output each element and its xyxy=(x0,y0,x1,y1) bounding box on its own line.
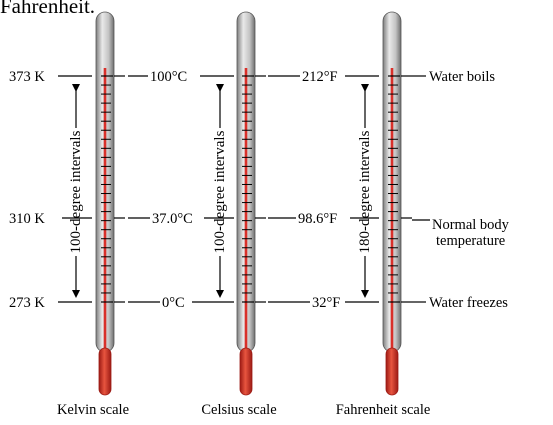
scale-name: Kelvin scale xyxy=(57,402,129,418)
thermometer-tube xyxy=(382,11,402,396)
mercury-bulb xyxy=(385,347,399,396)
tick-marks xyxy=(388,75,412,303)
interval-label: 100-degree intervals xyxy=(212,130,228,253)
interval-label: 180-degree intervals xyxy=(357,130,373,253)
body-temperature-label: temperature xyxy=(436,233,505,249)
middle-value-label: 310 K xyxy=(9,211,45,227)
top-value-label: 100°C xyxy=(150,69,187,85)
normal-body-label: Normal body xyxy=(432,217,510,233)
top-value-label: 212°F xyxy=(302,69,338,85)
bottom-value-label: 0°C xyxy=(162,295,185,311)
water-freezes-label: Water freezes xyxy=(429,295,508,311)
thermometer-tube xyxy=(236,11,256,396)
water-boils-label: Water boils xyxy=(429,69,495,85)
interval-label: 100-degree intervals xyxy=(68,130,84,253)
kelvin-thermometer: 373 K 310 K 273 K 100-degree intervals K… xyxy=(9,11,129,418)
tick-marks xyxy=(242,75,266,303)
top-value-label: 373 K xyxy=(9,69,45,85)
middle-value-label: 37.0°C xyxy=(152,211,193,227)
mercury-column xyxy=(244,68,248,348)
tick-marks xyxy=(101,75,125,303)
scale-name: Fahrenheit scale xyxy=(336,402,431,418)
bottom-value-label: 32°F xyxy=(312,295,340,311)
mercury-column xyxy=(390,68,394,348)
fahrenheit-thermometer: 212°F 98.6°F 32°F 180-degree intervals F… xyxy=(268,11,431,418)
thermometer-tube xyxy=(95,11,115,396)
mercury-column xyxy=(103,68,107,348)
mercury-bulb xyxy=(239,347,253,396)
caption-text: Fahrenheit. xyxy=(0,0,96,18)
scale-name: Celsius scale xyxy=(201,402,276,418)
bottom-value-label: 273 K xyxy=(9,295,45,311)
annotations: Water boils Normal body temperature Wate… xyxy=(412,69,510,311)
middle-value-label: 98.6°F xyxy=(298,211,337,227)
celsius-thermometer: 100°C 37.0°C 0°C 100-degree intervals Ce… xyxy=(128,11,277,418)
mercury-bulb xyxy=(98,347,112,396)
